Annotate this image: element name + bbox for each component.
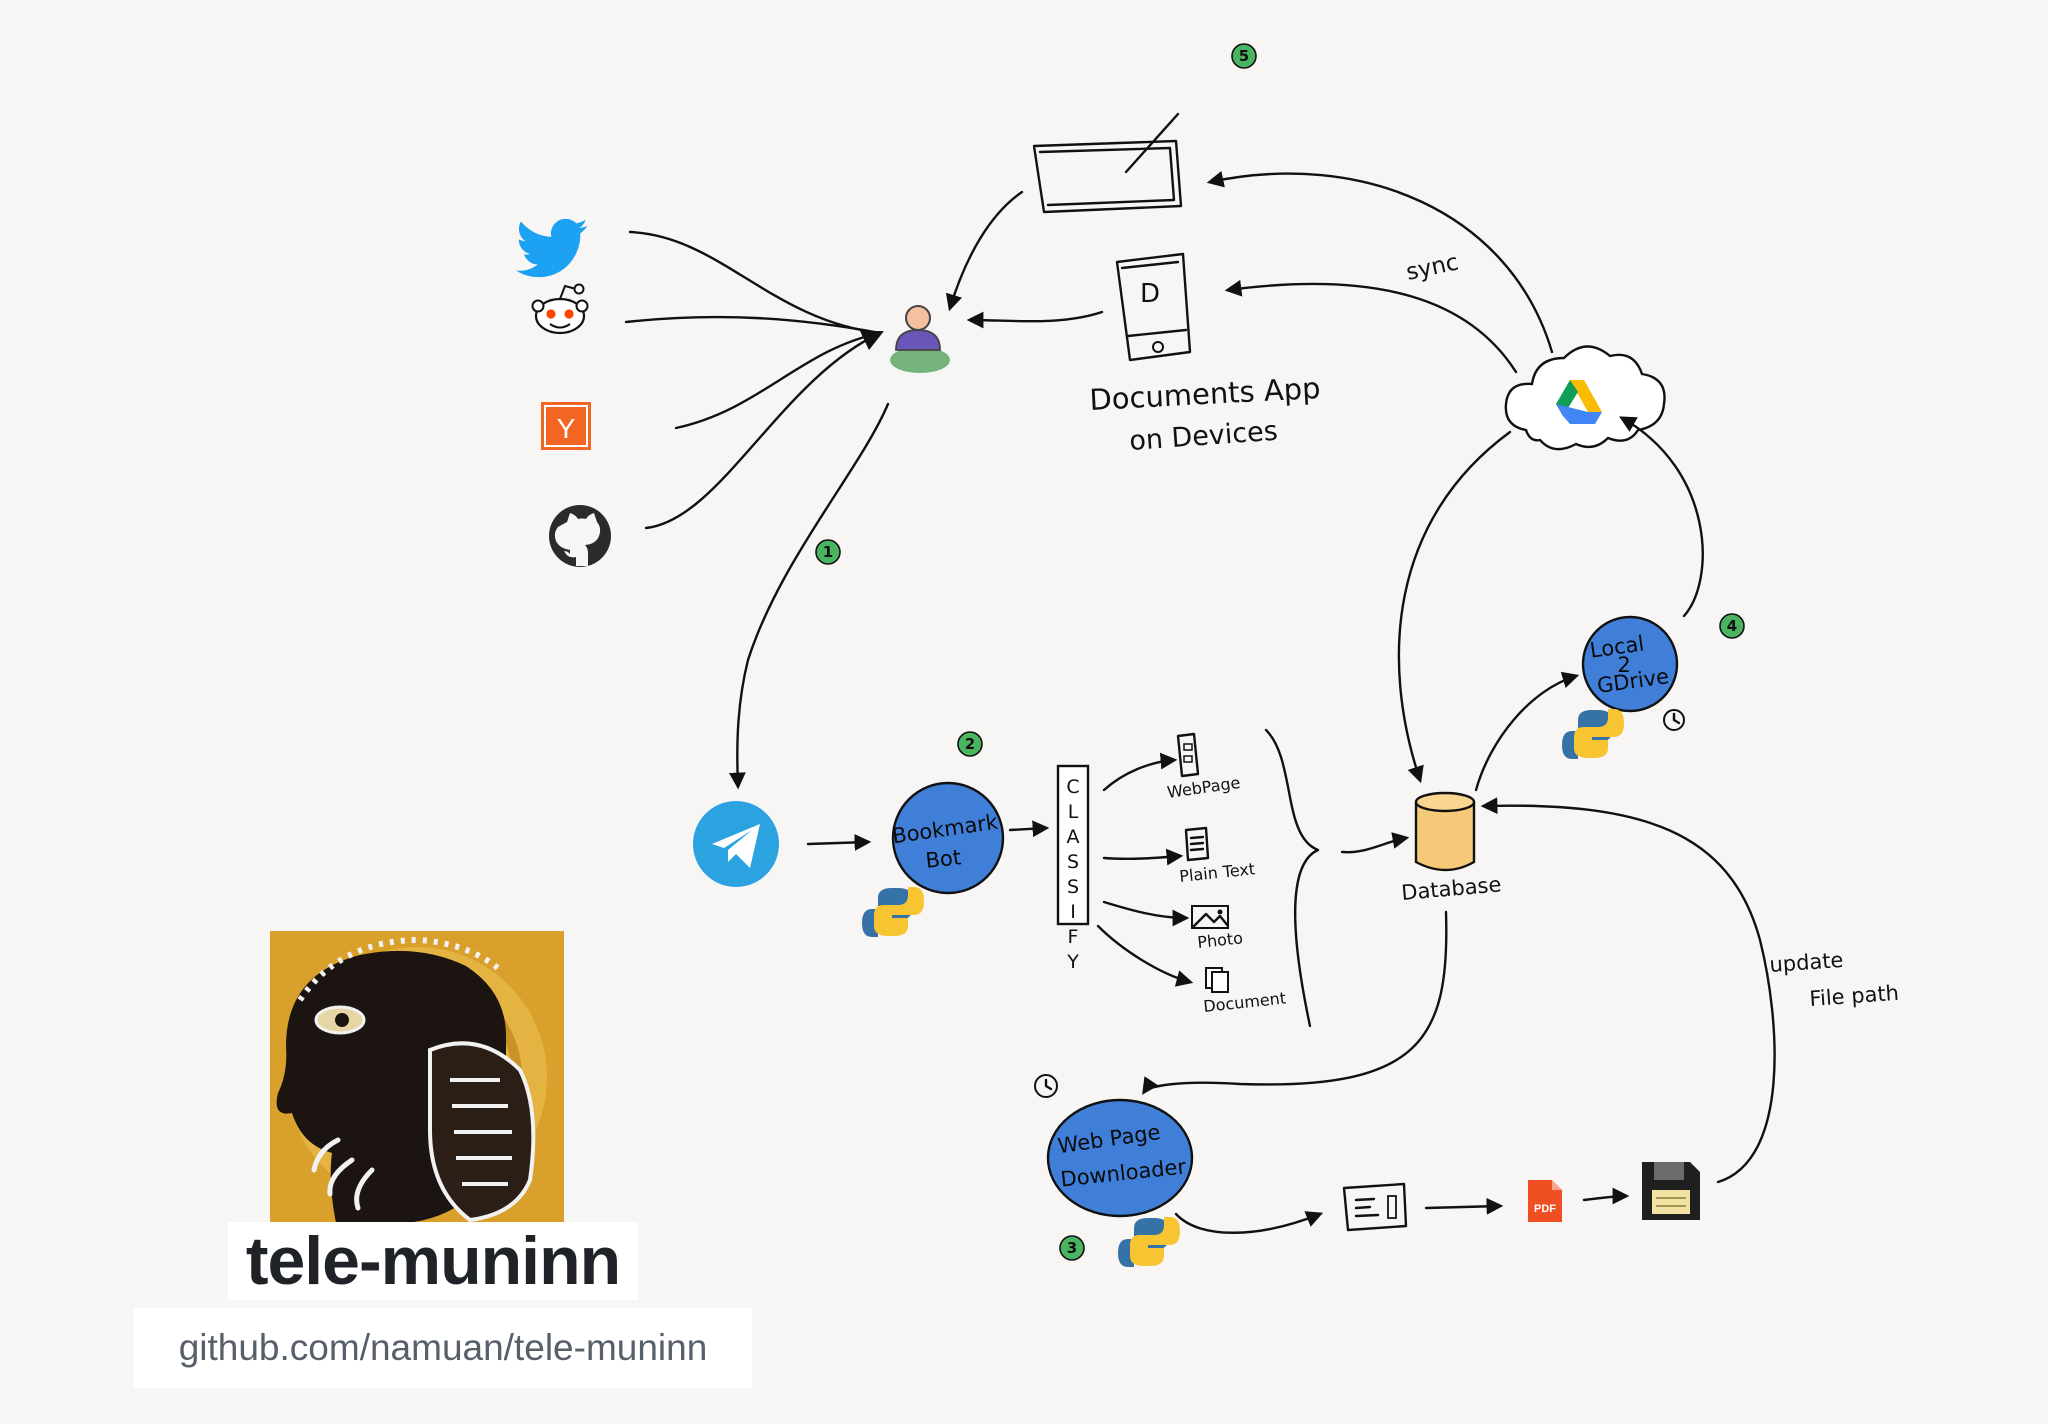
browser-window-icon — [1342, 1182, 1408, 1232]
arrow-pdf-to-save — [1582, 1187, 1630, 1205]
classify-box: CLASSIFY — [1056, 764, 1090, 976]
bookmark-bot-line2: Bot — [924, 845, 962, 873]
step-number: 2 — [965, 735, 975, 753]
step-badge-3: 3 — [1059, 1235, 1085, 1261]
devices-label-line2: on Devices — [1128, 416, 1278, 457]
google-drive-icon — [1556, 380, 1602, 424]
step-number: 1 — [823, 543, 833, 561]
local2gdrive-node: Local 2 GDrive — [1581, 615, 1679, 713]
user-avatar — [890, 305, 950, 373]
arrow-github-to-user — [644, 330, 884, 530]
classify-label: CLASSIFY — [1062, 776, 1084, 976]
document-file-icon — [1205, 967, 1229, 993]
bookmark-bot-node: Bookmark Bot — [891, 781, 1005, 895]
update-label-line2: File path — [1809, 981, 1900, 1011]
category-webpage: WebPage — [1166, 773, 1242, 802]
step-badge-5: 5 — [1231, 43, 1257, 69]
arrow-twitter-to-user — [628, 230, 882, 335]
pdf-label: PDF — [1534, 1203, 1556, 1215]
source-flow-arrows — [624, 230, 884, 530]
telegram-icon — [693, 801, 779, 887]
project-title: tele-muninn — [228, 1222, 638, 1300]
arrow-cloud-to-database — [1397, 430, 1512, 784]
arrow-phone-to-user — [966, 310, 1104, 329]
floppy-save-icon — [1642, 1162, 1700, 1220]
arrow-local2gdrive-to-cloud — [1619, 416, 1704, 618]
arrow-user-to-telegram — [729, 402, 890, 790]
step-number: 4 — [1727, 617, 1737, 635]
step-number: 5 — [1239, 47, 1249, 65]
python-icon — [1562, 709, 1624, 759]
arrow-classify-to-webpage — [1102, 752, 1178, 792]
downloader-clock-icon — [1034, 1074, 1058, 1098]
downloader-node: Web Page Downloader — [1046, 1098, 1194, 1218]
step-badge-1: 1 — [815, 539, 841, 565]
database-icon — [1414, 791, 1476, 872]
photo-file-icon — [1191, 905, 1230, 929]
update-label-line1: update — [1769, 948, 1844, 977]
python-icon — [862, 887, 924, 937]
reddit-icon — [531, 283, 589, 335]
repo-url-link[interactable]: github.com/namuan/tele-muninn — [134, 1308, 752, 1388]
plaintext-file-icon — [1184, 826, 1210, 862]
arrow-classify-to-photo — [1102, 900, 1190, 927]
step-badge-4: 4 — [1719, 613, 1745, 639]
devices-label-line1: Documents App — [1089, 371, 1322, 417]
arrow-gdrive-to-tablet — [1206, 170, 1554, 354]
arrow-downloader-to-browser — [1174, 1211, 1324, 1234]
arrow-hn-to-user — [674, 331, 882, 430]
arrow-telegram-to-bot — [806, 834, 872, 851]
arrow-classify-to-plaintext — [1102, 848, 1184, 866]
arrow-reddit-to-user — [624, 315, 882, 335]
github-icon — [549, 505, 611, 567]
arrow-bot-to-classify — [1008, 820, 1050, 838]
sync-label: sync — [1404, 249, 1461, 285]
hacker-news-icon: Y — [541, 402, 591, 450]
google-drive-cloud — [1504, 345, 1666, 451]
tablet-device — [1032, 112, 1183, 214]
arrow-gdrive-sync-phone — [1224, 279, 1518, 374]
arrow-save-to-database — [1480, 797, 1776, 1184]
arrow-database-to-local2gdrive — [1474, 671, 1580, 792]
category-plaintext: Plain Text — [1178, 859, 1256, 886]
hacker-news-glyph: Y — [557, 413, 576, 444]
phone-glyph: D — [1140, 279, 1160, 309]
python-icon — [1118, 1217, 1180, 1267]
arrow-brace-to-database — [1340, 832, 1410, 854]
phone-device: D — [1115, 252, 1192, 362]
pdf-file-icon: PDF — [1528, 1180, 1562, 1222]
database-label: Database — [1400, 872, 1502, 905]
arrow-browser-to-pdf — [1424, 1197, 1504, 1215]
arrow-tablet-to-user — [945, 190, 1024, 312]
webpage-file-icon — [1176, 732, 1200, 778]
step-number: 3 — [1067, 1239, 1077, 1257]
raven-logo-artwork — [270, 931, 564, 1223]
step-badge-2: 2 — [957, 731, 983, 757]
scheduler-clock-icon — [1663, 709, 1685, 731]
arrow-database-to-downloader — [1142, 910, 1448, 1095]
local2gdrive-line2: 2 — [1617, 653, 1630, 677]
arrow-classify-to-document — [1096, 924, 1194, 987]
twitter-icon — [515, 218, 588, 278]
category-photo: Photo — [1196, 928, 1243, 952]
classify-brace — [1264, 728, 1320, 1028]
